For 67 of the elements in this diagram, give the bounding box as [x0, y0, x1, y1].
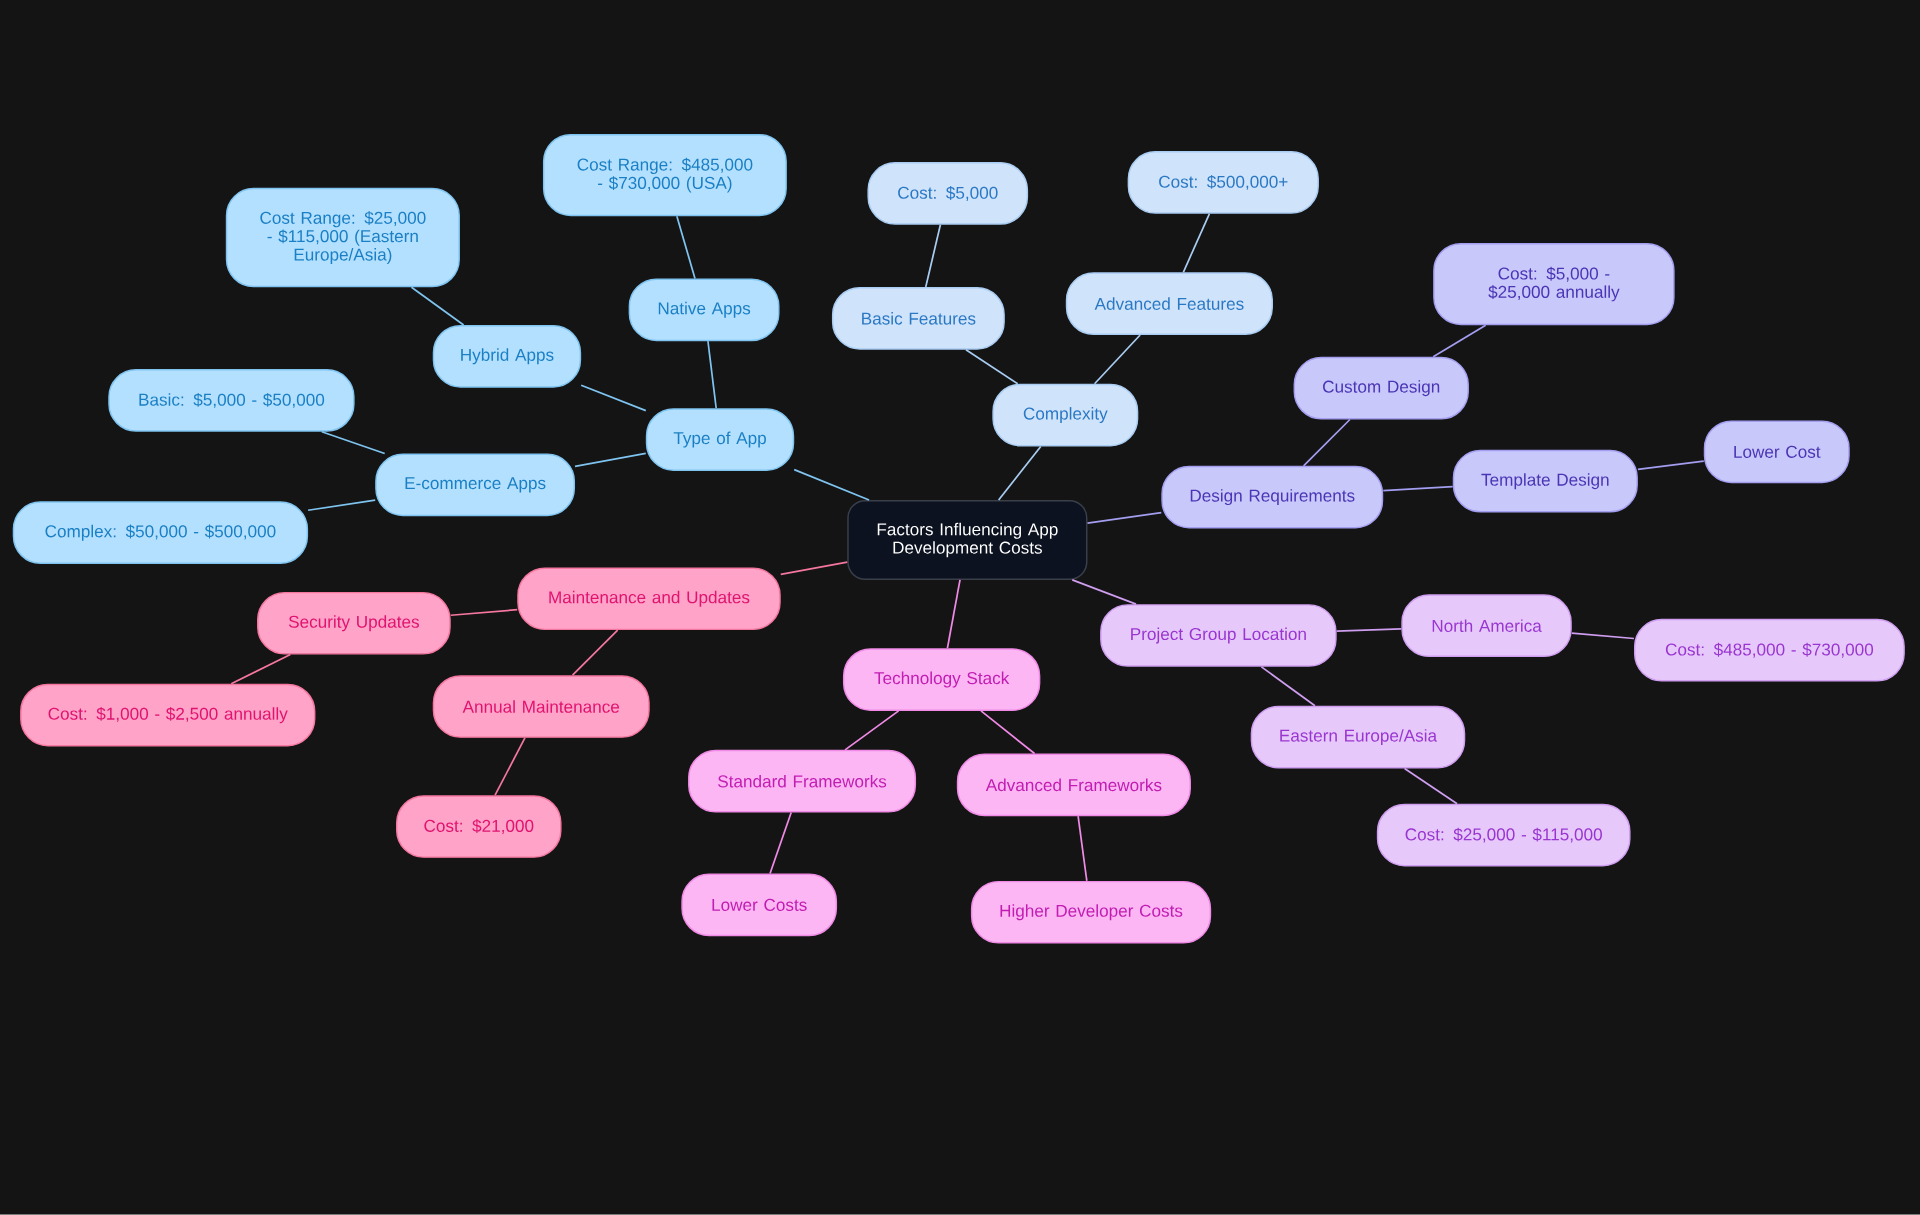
connector-line [320, 431, 386, 455]
topic-box: Template Design [1452, 450, 1638, 513]
connector-line [980, 710, 1036, 755]
connector-line [924, 224, 942, 288]
topic-box: Lower Costs [681, 873, 838, 937]
connector-line [1071, 579, 1137, 606]
connector-line [1403, 767, 1458, 805]
connector-line [1570, 632, 1635, 640]
topic-box: North America [1401, 594, 1572, 658]
topic-box: Project Group Location [1100, 604, 1337, 667]
connector-line [707, 340, 718, 410]
connector-line [676, 215, 696, 280]
topic-box: Advanced Features [1065, 272, 1273, 336]
connector-line [1086, 512, 1163, 525]
connector-line [307, 499, 377, 512]
connector-line [1382, 485, 1454, 492]
topic-box: Cost: $5,000 [867, 162, 1029, 225]
connector-line [769, 811, 793, 875]
connector-line [1335, 628, 1403, 633]
topic-box: Technology Stack [842, 648, 1041, 712]
connector-line [1432, 324, 1487, 358]
topic-box: Basic Features [831, 287, 1005, 350]
connector-line [230, 653, 292, 685]
topic-box: Eastern Europe/Asia [1250, 705, 1466, 769]
connector-line [844, 710, 900, 751]
connector-line [1637, 460, 1705, 471]
connector-line [410, 286, 465, 326]
topic-box: Higher Developer Costs [970, 881, 1212, 944]
topic-box: Annual Maintenance [432, 675, 650, 739]
topic-box: Basic: $5,000 - $50,000 [108, 369, 355, 432]
topic-box: Custom Design [1293, 356, 1469, 420]
topic-box: Cost: $21,000 [396, 795, 562, 859]
connector-line [571, 629, 619, 677]
connector-line [449, 609, 519, 617]
topic-box: E-commerce Apps [375, 453, 576, 517]
topic-box: Maintenance and Updates [517, 567, 781, 631]
connector-line [997, 445, 1042, 502]
connector-line [779, 561, 849, 576]
connector-line [580, 384, 647, 412]
topic-box: Cost: $25,000 - $115,000 [1376, 803, 1631, 867]
connector-line [946, 579, 961, 650]
topic-box: Hybrid Apps [432, 325, 582, 388]
topic-box: Complex: $50,000 - $500,000 [12, 501, 309, 565]
topic-box: Standard Frameworks [688, 750, 917, 813]
topic-box: Lower Cost [1703, 420, 1850, 484]
topic-box: Cost: $485,000 - $730,000 [1634, 619, 1905, 682]
connector-line [1302, 418, 1351, 467]
topic-box: Native Apps [628, 278, 780, 342]
topic-box: Cost: $1,000 - $2,500 annually [20, 683, 316, 747]
topic-box: Design Requirements [1161, 465, 1384, 529]
topic-box: Cost Range: $25,000 - $115,000 (Eastern Europe/Asia) [225, 187, 460, 288]
topic-box: Advanced Frameworks [956, 753, 1191, 817]
topic-box: Cost: $500,000+ [1127, 151, 1319, 214]
topic-box: Complexity [992, 383, 1139, 447]
topic-box: Type of App [645, 408, 795, 472]
topic-box: Cost Range: $485,000 - $730,000 (USA) [542, 134, 787, 217]
connector-line [965, 349, 1019, 385]
connector-line [574, 452, 647, 468]
connector-line [1093, 334, 1141, 385]
central-topic-box: Factors Influencing App Development Costs [847, 500, 1088, 581]
connector-line [494, 737, 526, 797]
topic-box: Security Updates [257, 592, 451, 655]
connector-line [1182, 213, 1211, 274]
connector-line [793, 468, 870, 502]
topic-box: Cost: $5,000 - $25,000 annually [1433, 243, 1675, 326]
connector-line [1077, 815, 1088, 882]
connector-line [1260, 666, 1316, 707]
